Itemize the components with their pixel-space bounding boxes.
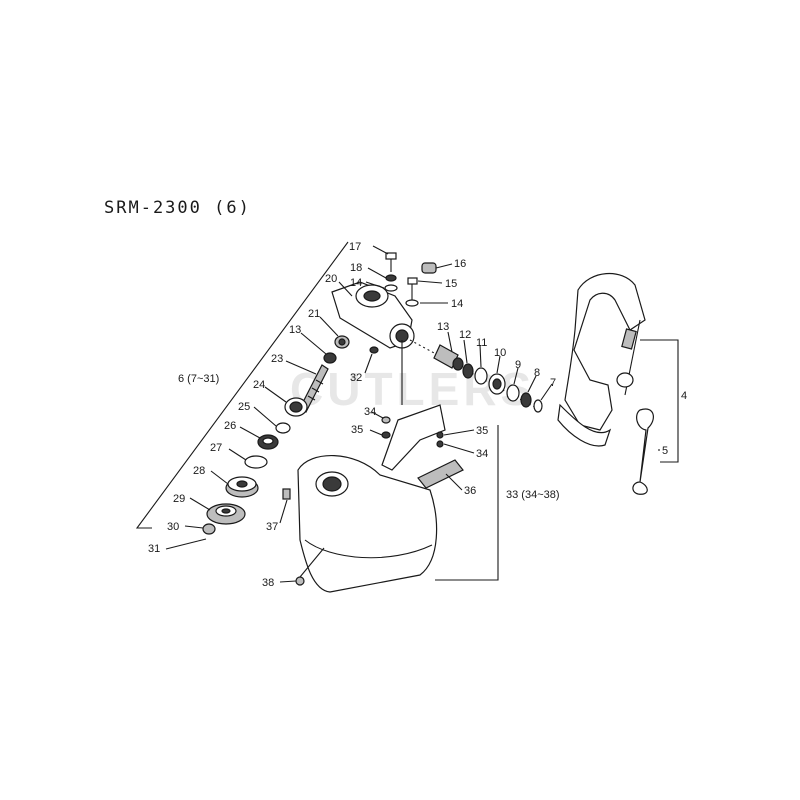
ring-part-9: [506, 384, 520, 402]
pin-part-31: [197, 538, 207, 542]
strap-part-5: [632, 408, 654, 495]
label-part-11: 11: [476, 337, 487, 349]
label-part-35b: 35: [476, 425, 488, 437]
leader-lines: [165, 245, 660, 583]
label-part-6: 6 (7~31): [178, 373, 219, 385]
label-part-4: 4: [681, 390, 687, 402]
bolt-part-17: [385, 252, 397, 272]
screw-part-37: [282, 488, 291, 500]
label-part-14b: 14: [451, 298, 463, 310]
label-part-14a: 14: [350, 277, 362, 289]
label-part-25: 25: [238, 401, 250, 413]
label-part-8: 8: [534, 367, 540, 379]
label-part-26: 26: [224, 420, 236, 432]
label-part-36: 36: [464, 485, 476, 497]
cup-part-29: [206, 503, 246, 525]
gear-case-part-20: [331, 281, 415, 349]
ring-part-11: [474, 367, 488, 385]
group-bracket-4: [640, 339, 679, 463]
spindle-part-23: [299, 364, 329, 413]
bolt-part-15: [407, 277, 418, 300]
guard-piece-part-36: [417, 459, 464, 489]
ring-part-7: [533, 399, 543, 413]
label-part-9: 9: [515, 359, 521, 371]
bolt-part-34: [381, 416, 391, 424]
label-part-10: 10: [494, 347, 506, 359]
label-part-31: 31: [148, 543, 160, 555]
washer-part-14-lower: [405, 299, 419, 307]
label-part-27: 27: [210, 442, 222, 454]
label-part-7: 7: [550, 377, 556, 389]
label-part-37: 37: [266, 521, 278, 533]
label-part-30: 30: [167, 521, 179, 533]
nut-part-21: [334, 335, 350, 349]
label-part-13b: 13: [437, 321, 449, 333]
label-part-28: 28: [193, 465, 205, 477]
label-part-5: 5: [662, 445, 668, 457]
bearing-part-10: [488, 373, 506, 395]
label-part-24: 24: [253, 379, 265, 391]
collar-part-26: [257, 434, 279, 450]
label-part-32: 32: [350, 372, 362, 384]
label-part-33: 33 (34~38): [506, 489, 560, 501]
washer-part-13-lower: [323, 352, 337, 364]
screw-part-38: [295, 576, 305, 586]
shield-part-33: [297, 454, 438, 593]
ring-part-12: [462, 363, 474, 379]
nut-part-30: [202, 523, 216, 535]
label-part-34b: 34: [476, 448, 488, 460]
ring-part-27: [244, 455, 268, 469]
ring-part-25: [275, 422, 291, 434]
label-part-35a: 35: [351, 424, 363, 436]
knob-part-16: [421, 262, 437, 274]
harness-part-4: [557, 272, 646, 447]
label-part-21: 21: [308, 308, 320, 320]
washer-part-35: [381, 431, 391, 439]
label-part-15: 15: [445, 278, 457, 290]
label-part-34a: 34: [364, 406, 376, 418]
label-part-16: 16: [454, 258, 466, 270]
ring-part-8: [520, 392, 532, 408]
washer-part-18: [385, 274, 397, 282]
label-part-13a: 13: [289, 324, 301, 336]
washer-part-14-upper: [384, 284, 398, 292]
label-part-20: 20: [325, 273, 337, 285]
label-part-23: 23: [271, 353, 283, 365]
label-part-17: 17: [349, 241, 361, 253]
label-part-12: 12: [459, 329, 471, 341]
group-bracket-6: [135, 241, 349, 529]
diagram-title: SRM-2300 (6): [104, 198, 251, 218]
label-part-18: 18: [350, 262, 362, 274]
screw-part-32: [369, 346, 379, 354]
blade-holder-part-28: [225, 476, 259, 498]
group-bracket-33-side: [435, 425, 499, 581]
label-part-29: 29: [173, 493, 185, 505]
bracket-part-34: [381, 404, 446, 471]
bearing-part-24: [284, 397, 308, 417]
label-part-38: 38: [262, 577, 274, 589]
